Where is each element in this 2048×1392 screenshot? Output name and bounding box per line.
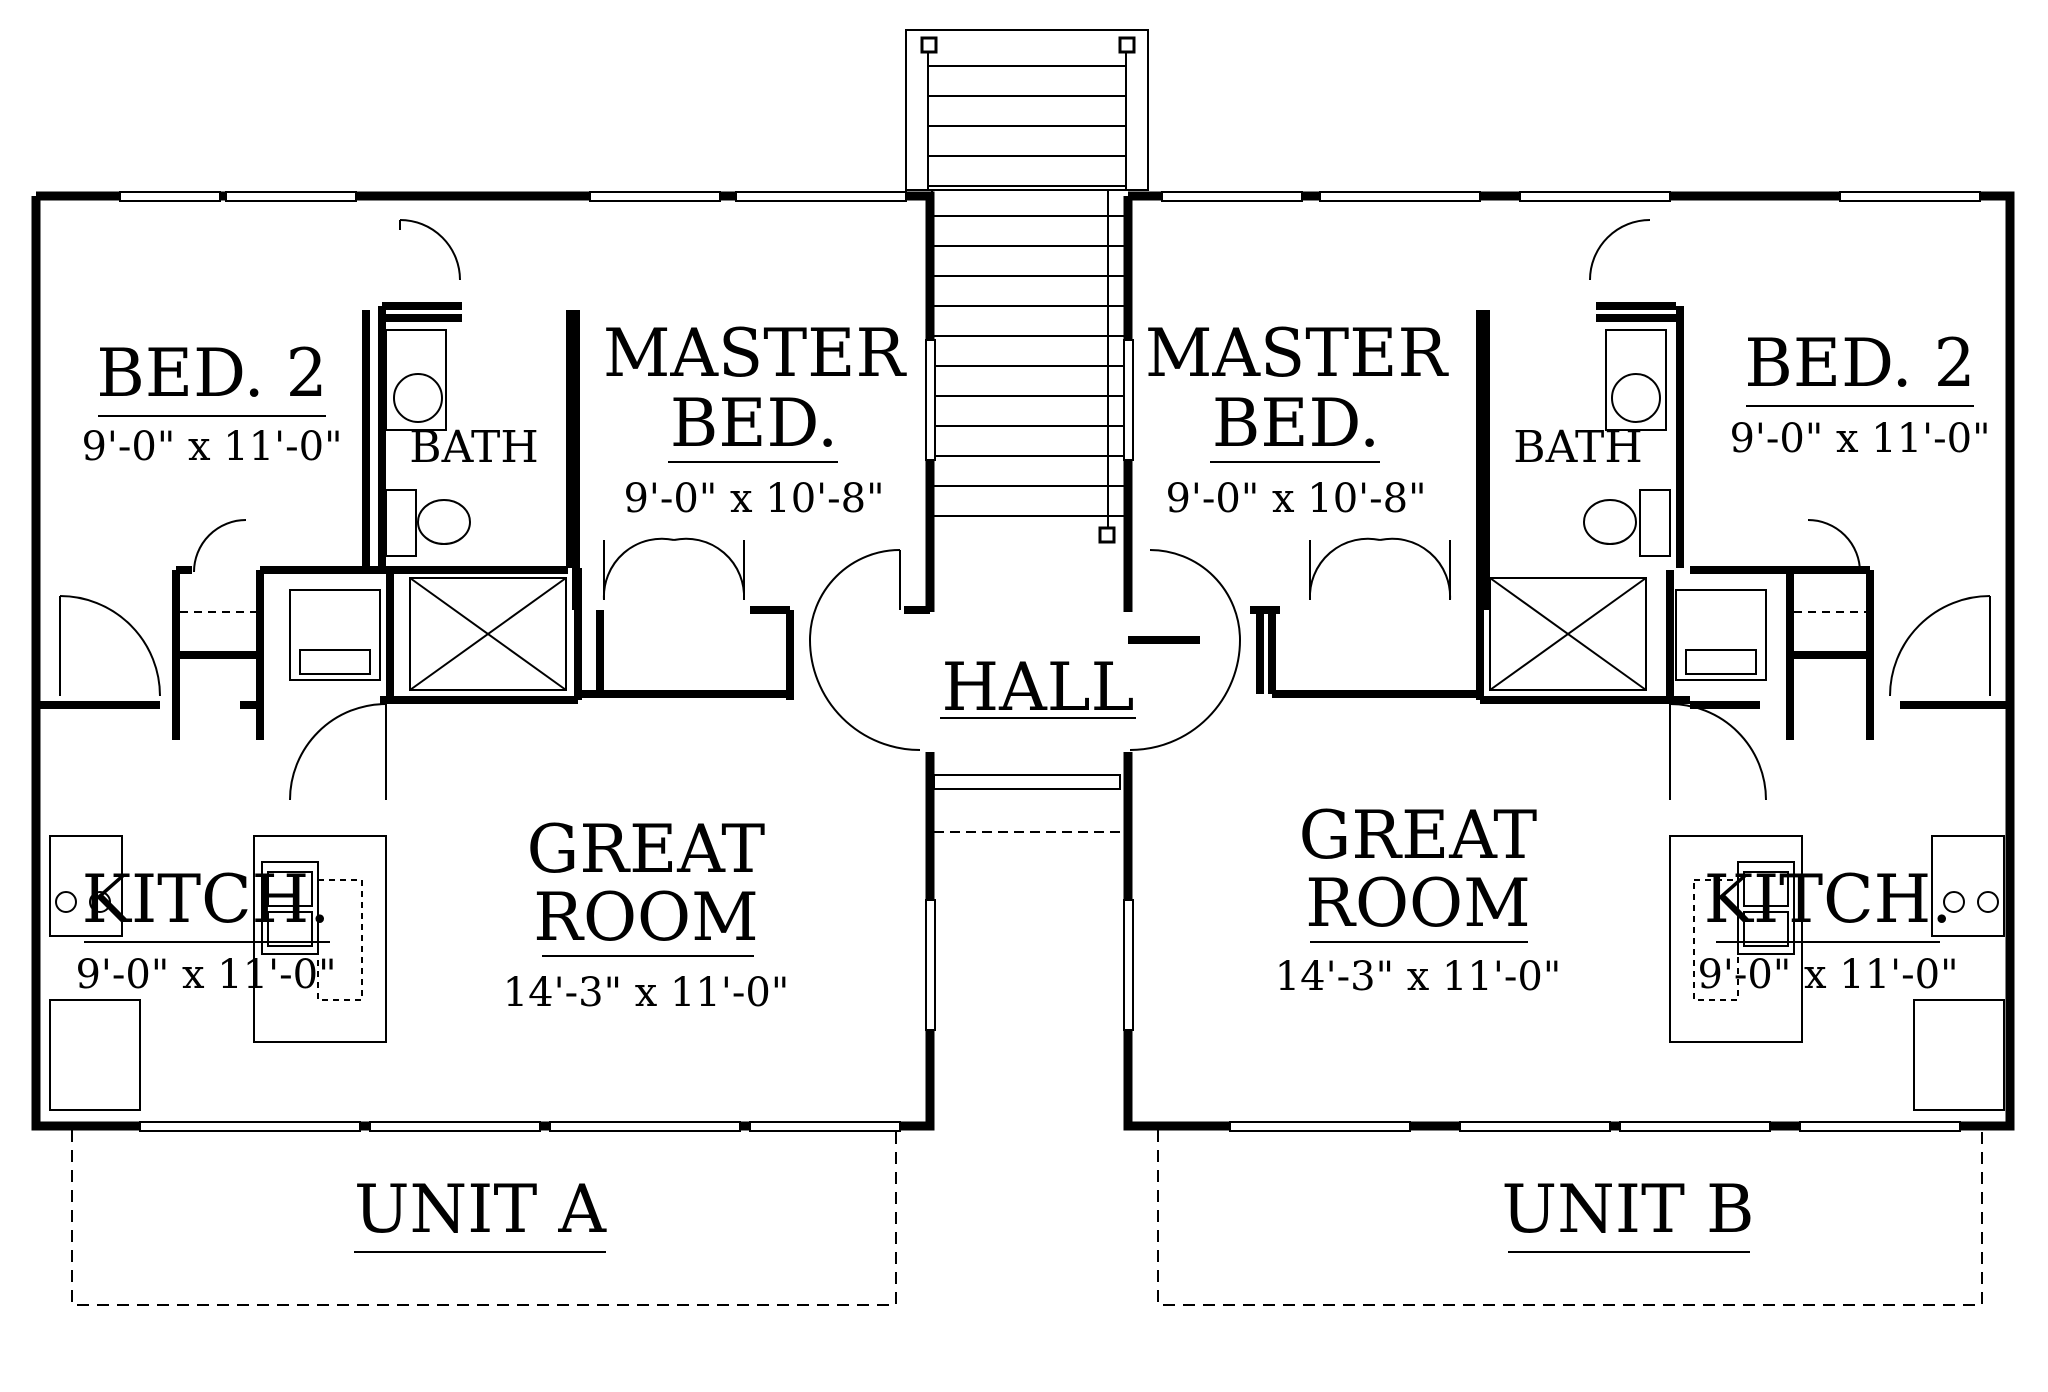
unit-a-master-line2: BED. — [670, 385, 838, 462]
laundry-fixtures — [180, 589, 1866, 681]
unit-a-kitch-label: KITCH. — [82, 861, 330, 938]
unit-b-master-dims: 9'-0" x 10'-8" — [1165, 476, 1426, 522]
unit-a-great-line1: GREAT — [527, 811, 766, 888]
hall-landing — [933, 774, 1124, 833]
unit-b-bed2-label: BED. 2 — [1744, 325, 1975, 402]
unit-a-master-line1: MASTER — [603, 315, 908, 392]
unit-b-great-line1: GREAT — [1299, 797, 1538, 874]
unit-a-kitch-dims: 9'-0" x 11'-0" — [75, 952, 336, 998]
unit-b-kitch-dims: 9'-0" x 11'-0" — [1697, 952, 1958, 998]
kitchen-fixtures — [49, 835, 2005, 1111]
unit-b-master-line2: BED. — [1212, 385, 1380, 462]
porches — [71, 1130, 1983, 1306]
stair — [905, 29, 1149, 544]
unit-a-bath-label: BATH — [409, 422, 538, 473]
door-swings — [59, 219, 1991, 801]
hall-label: HALL — [942, 649, 1135, 726]
unit-a-bed2-dims: 9'-0" x 11'-0" — [81, 424, 342, 470]
unit-a-great-line2: ROOM — [533, 879, 759, 956]
unit-a-great-dims: 14'-3" x 11'-0" — [503, 970, 790, 1016]
bath-fixtures — [385, 329, 1671, 691]
unit-b-bed2-dims: 9'-0" x 11'-0" — [1729, 416, 1990, 462]
unit-a-bed2-label: BED. 2 — [96, 335, 327, 412]
unit-b-master-line1: MASTER — [1145, 315, 1450, 392]
unit-b-label: UNIT B — [1502, 1171, 1755, 1248]
interior-walls-unit-a — [36, 302, 930, 740]
interior-walls-unit-b — [1128, 302, 2010, 740]
unit-b-great-line2: ROOM — [1305, 865, 1531, 942]
windows — [119, 191, 1981, 1132]
unit-b-bath-label: BATH — [1513, 422, 1642, 473]
label-underlines — [84, 405, 1974, 1253]
unit-b-great-dims: 14'-3" x 11'-0" — [1275, 954, 1562, 1000]
unit-a-label: UNIT A — [354, 1171, 607, 1248]
unit-a-master-dims: 9'-0" x 10'-8" — [623, 476, 884, 522]
unit-b-kitch-label: KITCH. — [1704, 861, 1952, 938]
